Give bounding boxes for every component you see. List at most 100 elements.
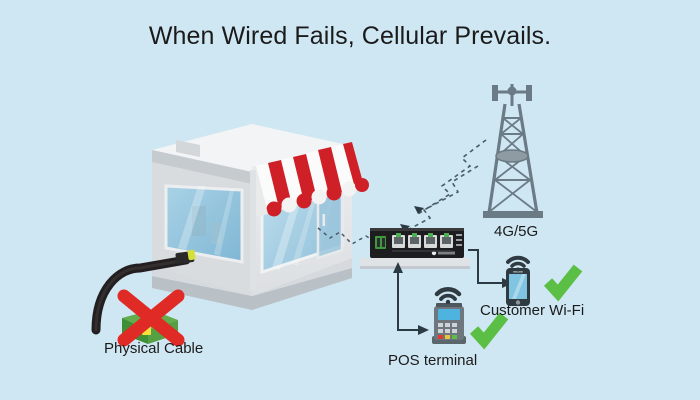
pos-key-enter (452, 335, 457, 339)
cable-connector-tip (187, 249, 196, 261)
phone-wifi-arc-inner (510, 261, 526, 268)
wifi-signal-icon (434, 286, 462, 305)
red-x-icon (117, 289, 185, 347)
router-brand-text (438, 251, 455, 255)
awning-stripe-1 (268, 160, 292, 208)
router-terminal-slot-2 (382, 238, 385, 247)
router-port-3-slot (426, 237, 435, 244)
pos-card-reader-icon (432, 303, 466, 344)
router-port-label-strip (392, 250, 452, 252)
router-terminal-slot-1 (377, 238, 380, 247)
router-port-group (392, 233, 453, 248)
pos-key-2 (445, 323, 450, 327)
storefront-base-shadow (152, 268, 352, 310)
storefront-icon (152, 124, 369, 310)
tower-brace-x8 (488, 179, 531, 213)
pos-screen (438, 309, 460, 320)
pos-key-3 (452, 323, 457, 327)
awning-scallop-6 (341, 181, 357, 197)
phone-home-button (515, 300, 521, 305)
arrow-up-icon (393, 262, 429, 335)
storefront-left-window-frame (164, 184, 244, 264)
pos-check-stroke (469, 312, 509, 350)
pos-key-clear (445, 335, 450, 339)
awning-stripe-4 (343, 142, 364, 188)
tower-antenna-hub (507, 86, 517, 96)
router-port-3-led (428, 233, 433, 237)
router-status-led-2 (456, 239, 462, 241)
awning-scallop-2 (281, 197, 297, 213)
awning-stripe-2 (293, 154, 317, 202)
awning-scallop-7 (355, 178, 369, 192)
storefront-corner-post (250, 170, 256, 290)
storefront-interior-shape-b (211, 222, 221, 244)
phone-speaker (513, 271, 523, 273)
phone-screen (509, 274, 527, 299)
green-check-icon (543, 264, 583, 302)
storefront-roof-top (152, 124, 352, 172)
router-to-pos-arrowhead (418, 325, 429, 335)
awning-scallop-5 (326, 185, 342, 201)
pos-terminal-label: POS terminal (388, 352, 478, 369)
tower-brace-x2 (500, 117, 522, 135)
red-x-stroke-2 (117, 289, 185, 347)
signal-line-lower (403, 165, 479, 233)
storefront-roof-box (176, 140, 200, 157)
awning-scallop-3 (296, 193, 312, 209)
pos-key-cancel (438, 335, 443, 339)
customer-wifi-label: Customer Wi-Fi (480, 302, 585, 319)
striped-awning-icon (252, 142, 369, 218)
router-to-pos-line (397, 268, 420, 331)
router-to-phone-line (468, 249, 504, 284)
phone-wifi-dot (516, 267, 520, 272)
pos-key-1 (438, 323, 443, 327)
awning-stripe-3 (318, 147, 342, 195)
pos-key-4 (438, 329, 443, 333)
tower-antenna-left (492, 85, 498, 101)
cell-tower-icon (483, 84, 543, 218)
router-shelf (360, 258, 470, 266)
pos-key-5 (445, 329, 450, 333)
router-port-4-led (444, 233, 449, 237)
phone-wifi-arc-outer (506, 255, 530, 264)
storefront-front-glass-streak-1 (272, 190, 304, 270)
awning-scallop-1 (266, 201, 282, 217)
tower-antenna-right (526, 85, 532, 101)
smartphone-icon (506, 268, 530, 306)
pos-wifi-dot (445, 299, 451, 305)
tower-base (483, 211, 543, 218)
router-port-4-slot (442, 237, 451, 244)
storefront-left-glass-streak-1 (178, 186, 206, 250)
router-port-1-slot (394, 237, 403, 244)
wifi-check-stroke (543, 264, 583, 302)
tower-leg-right (517, 103, 539, 214)
storefront-interior-shape-a (192, 206, 206, 236)
storefront-door (318, 186, 342, 258)
green-check-icon (469, 312, 509, 350)
router-port-2-slot (410, 237, 419, 244)
pos-to-router-arrowhead (393, 262, 403, 273)
storefront-roof-band-left (152, 150, 252, 184)
awning-scallop-4 (311, 189, 327, 205)
storefront-door-handle (322, 214, 325, 226)
page-title: When Wired Fails, Cellular Prevails. (148, 22, 552, 50)
signal-arrowhead-upper (414, 206, 424, 214)
dashed-signal-link-icon (403, 139, 487, 233)
tower-brace-x7 (494, 179, 538, 213)
router-port-2-led (412, 233, 417, 237)
router-port-1-led (396, 233, 401, 237)
cellular-router-icon (370, 228, 464, 258)
tower-brace-x1 (502, 117, 524, 135)
pos-wifi-arc-inner (439, 293, 457, 301)
signal-line-upper (417, 139, 487, 215)
tower-equipment-ring (495, 149, 529, 163)
pos-card-slot (436, 303, 462, 307)
wifi-signal-icon (506, 255, 530, 272)
storefront-front-glass-streak-2 (292, 185, 320, 266)
router-top-edge (370, 228, 464, 231)
router-shelf-shadow (360, 266, 470, 269)
router-status-led-3 (456, 244, 462, 246)
pos-key-6 (452, 329, 457, 333)
pos-wifi-arc-outer (434, 286, 462, 297)
